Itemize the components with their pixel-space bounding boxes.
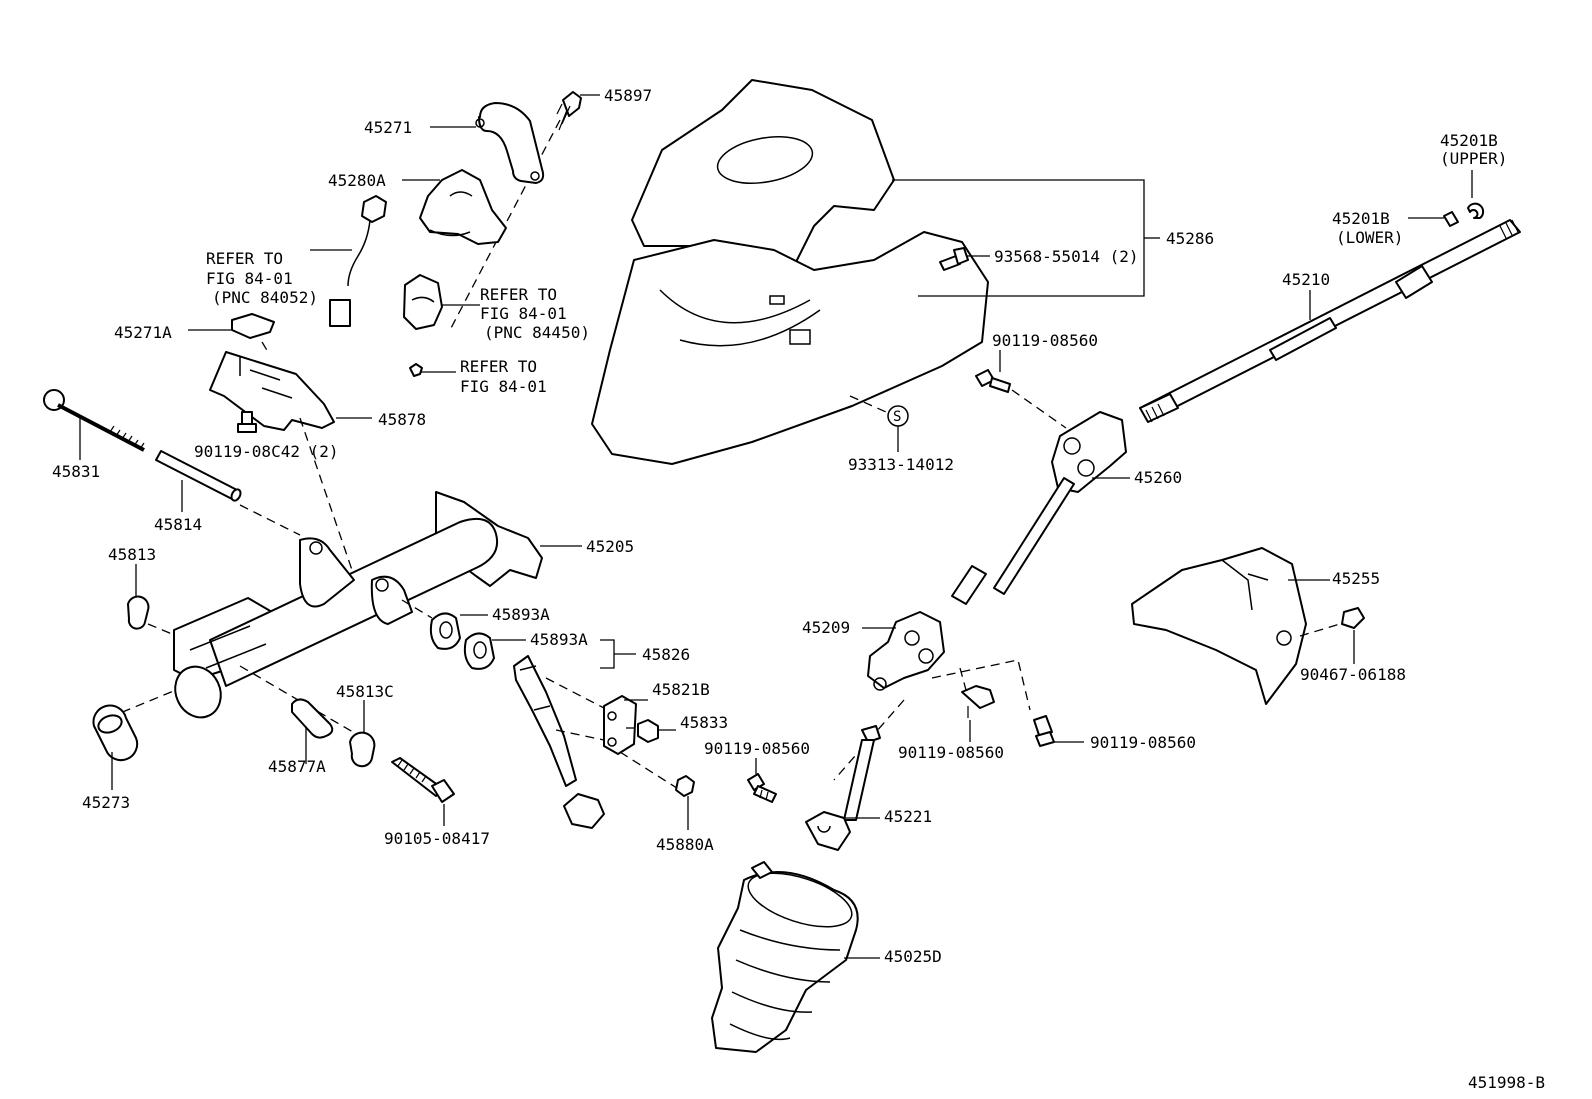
label-45878: 45878 — [378, 410, 426, 429]
label-upper: (UPPER) — [1440, 149, 1507, 168]
part-45260-intermediate-shaft — [951, 411, 1130, 605]
label-45897: 45897 — [604, 86, 652, 105]
part-45271A-clip — [188, 313, 275, 339]
label-45831: 45831 — [52, 462, 100, 481]
part-45813-bushing — [127, 564, 173, 635]
label-refer-b-line2: FIG 84-01 — [480, 304, 567, 323]
label-90467-06188: 90467-06188 — [1300, 665, 1406, 684]
label-90119-08560-a: 90119-08560 — [704, 739, 810, 758]
label-45833: 45833 — [680, 713, 728, 732]
part-90119-08560-bolt-a — [747, 758, 777, 803]
part-90119-08C42-bolt — [237, 411, 257, 433]
label-45280A: 45280A — [328, 171, 386, 190]
part-93313-14012-screw — [849, 395, 909, 452]
label-refer-c-line1: REFER TO — [460, 357, 537, 376]
part-45893A-bushing-upper — [429, 612, 488, 650]
part-45897-screw — [556, 91, 600, 131]
label-refer-a-line2: FIG 84-01 — [206, 269, 293, 288]
label-refer-a-line1: REFER TO — [206, 249, 283, 268]
label-refer-b-line1: REFER TO — [480, 285, 557, 304]
part-45833-nut — [626, 719, 676, 743]
label-45255: 45255 — [1332, 569, 1380, 588]
label-45814: 45814 — [154, 515, 202, 534]
label-93568-55014: 93568-55014 (2) — [994, 247, 1139, 266]
label-45221: 45221 — [884, 807, 932, 826]
part-45025D-boot — [711, 861, 880, 1053]
label-90105-08417: 90105-08417 — [384, 829, 490, 848]
dashed-guide — [619, 751, 681, 791]
label-refer-c-line2: FIG 84-01 — [460, 377, 547, 396]
label-45271A: 45271A — [114, 323, 172, 342]
part-45273-bushing — [92, 704, 139, 790]
label-45893A-upper: 45893A — [492, 605, 550, 624]
part-lock-cylinder — [403, 274, 480, 377]
label-45201B-lower: 45201B — [1332, 209, 1390, 228]
label-45813C: 45813C — [336, 682, 394, 701]
label-45271: 45271 — [364, 118, 412, 137]
label-45826: 45826 — [642, 645, 690, 664]
label-90119-08C42: 90119-08C42 (2) — [194, 442, 339, 461]
label-90119-08560-c: 90119-08560 — [898, 743, 1004, 762]
part-45821B-plate — [603, 695, 648, 755]
part-45280A-lock-housing — [402, 169, 507, 245]
part-90467-06188-clip — [1341, 607, 1365, 664]
label-45273: 45273 — [82, 793, 130, 812]
label-45210: 45210 — [1282, 270, 1330, 289]
dashed-guide — [555, 729, 605, 741]
diagram-id: 451998-B — [1468, 1073, 1545, 1092]
label-refer-a-line3: (PNC 84052) — [212, 288, 318, 307]
part-45271-clamp — [430, 102, 545, 184]
part-90119-08560-bolt-b — [975, 350, 1067, 429]
dashed-guide — [545, 677, 605, 709]
label-90119-08560-d: 90119-08560 — [1090, 733, 1196, 752]
label-45813: 45813 — [108, 545, 156, 564]
dashed-guide — [401, 599, 433, 619]
label-45821B: 45821B — [652, 680, 710, 699]
part-93568-55014-screw — [939, 247, 990, 271]
dashed-guide — [299, 417, 353, 571]
dashed-guide — [959, 667, 967, 691]
label-45260: 45260 — [1134, 468, 1182, 487]
part-90119-08560-bolt-d — [1033, 715, 1084, 747]
part-45893A-bushing-lower — [463, 632, 526, 670]
part-45877A-spacer — [291, 698, 334, 764]
label-refer-b-line3: (PNC 84450) — [484, 323, 590, 342]
part-45205-column-tube — [173, 491, 582, 719]
part-45831-long-bolt — [43, 389, 145, 460]
label-45209: 45209 — [802, 618, 850, 637]
label-s-mark: S — [893, 409, 901, 425]
dashed-guide — [931, 659, 1031, 711]
dashed-guide — [449, 119, 561, 331]
label-45205: 45205 — [586, 537, 634, 556]
part-45814-sleeve — [155, 450, 301, 536]
part-45210-shaft — [1139, 219, 1521, 423]
part-45880A-screw — [675, 775, 695, 830]
part-45286-column-cover — [591, 79, 1160, 465]
label-45286: 45286 — [1166, 229, 1214, 248]
part-45221-shaft-yoke — [805, 725, 881, 851]
label-45201B-upper: 45201B — [1440, 131, 1498, 150]
label-93313-14012: 93313-14012 — [848, 455, 954, 474]
part-switch-harness — [310, 195, 387, 327]
label-45893A-lower: 45893A — [530, 630, 588, 649]
part-labels: 45897 45271 45280A REFER TO FIG 84-01 (P… — [52, 86, 1545, 1092]
part-90119-08560-bolt-c — [961, 685, 995, 742]
part-45813C-bushing — [349, 700, 376, 768]
bracket-45826 — [600, 639, 636, 669]
part-lever-arm — [513, 655, 605, 829]
part-45201B-lower-ring — [1408, 211, 1459, 227]
label-lower: (LOWER) — [1336, 228, 1403, 247]
part-45209-joint — [862, 611, 945, 691]
dashed-guide — [107, 689, 177, 719]
label-45025D: 45025D — [884, 947, 942, 966]
label-45877A: 45877A — [268, 757, 326, 776]
part-90105-08417-bolt — [391, 757, 455, 826]
label-90119-08560-b: 90119-08560 — [992, 331, 1098, 350]
label-45880A: 45880A — [656, 835, 714, 854]
part-45878-bracket — [209, 341, 372, 431]
part-45201B-upper-ring — [1467, 170, 1485, 219]
part-45255-cover — [1131, 547, 1341, 705]
